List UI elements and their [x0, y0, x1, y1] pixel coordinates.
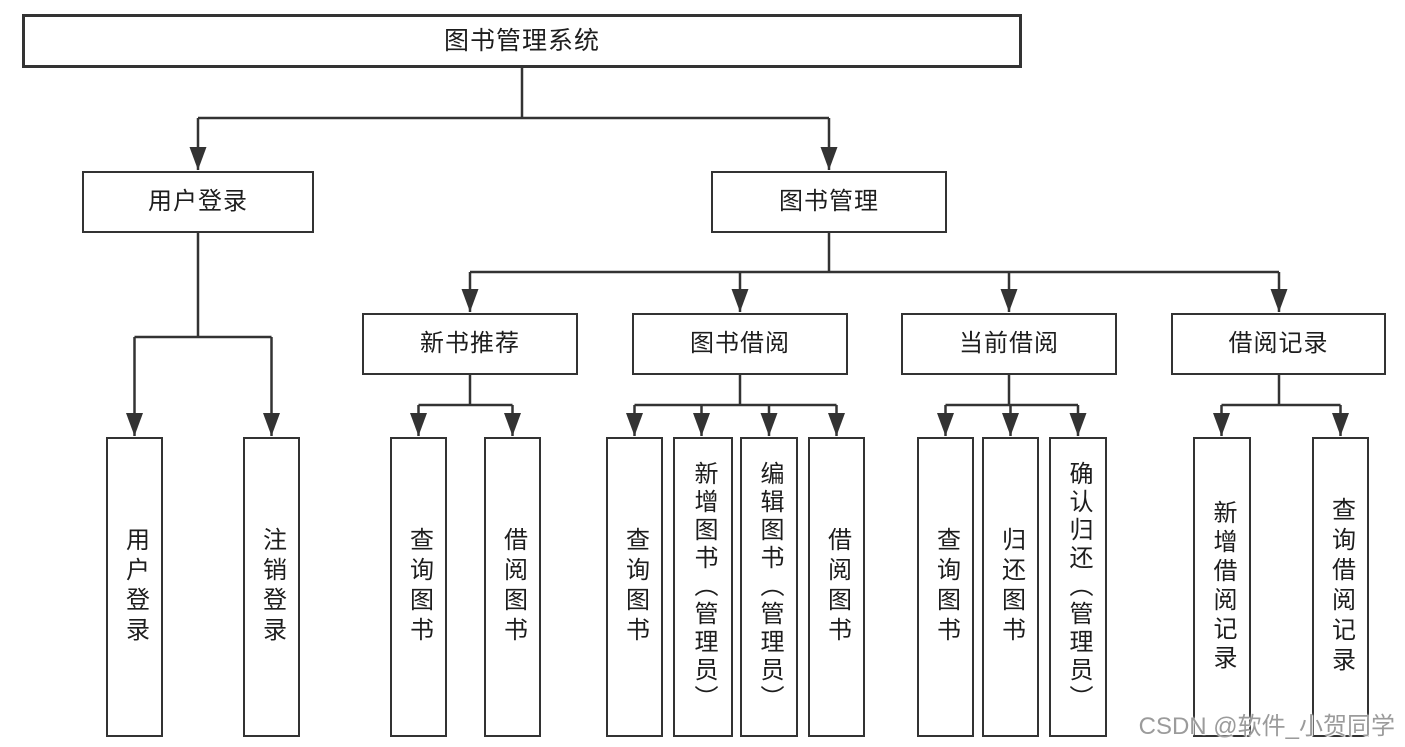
- node-book-management-module: 图书管理: [711, 171, 947, 233]
- node-book-borrowing: 图书借阅: [632, 313, 848, 375]
- node-borrowing-records: 借阅记录: [1171, 313, 1386, 375]
- leaf-search-books-recommend: 查询图书: [390, 437, 447, 737]
- leaf-search-books-current: 查询图书: [917, 437, 974, 737]
- leaf-borrow-books-borrowing: 借阅图书: [808, 437, 865, 737]
- node-root-system: 图书管理系统: [22, 14, 1022, 68]
- leaf-search-borrow-record: 查询借阅记录: [1312, 437, 1369, 737]
- csdn-watermark: CSDN @软件_小贺同学: [1138, 713, 1395, 740]
- leaf-search-books-borrowing: 查询图书: [606, 437, 663, 737]
- leaf-edit-books-admin: 编辑图书（管理员）: [740, 437, 798, 737]
- leaf-borrow-books-recommend: 借阅图书: [484, 437, 541, 737]
- leaf-add-books-admin: 新增图书（管理员）: [673, 437, 733, 737]
- leaf-confirm-return-admin: 确认归还（管理员）: [1049, 437, 1107, 737]
- leaf-add-borrow-record: 新增借阅记录: [1193, 437, 1251, 737]
- node-new-book-recommend: 新书推荐: [362, 313, 578, 375]
- node-user-login-module: 用户登录: [82, 171, 314, 233]
- leaf-return-books: 归还图书: [982, 437, 1039, 737]
- leaf-logout: 注销登录: [243, 437, 300, 737]
- leaf-user-login: 用户登录: [106, 437, 163, 737]
- node-current-borrowing: 当前借阅: [901, 313, 1117, 375]
